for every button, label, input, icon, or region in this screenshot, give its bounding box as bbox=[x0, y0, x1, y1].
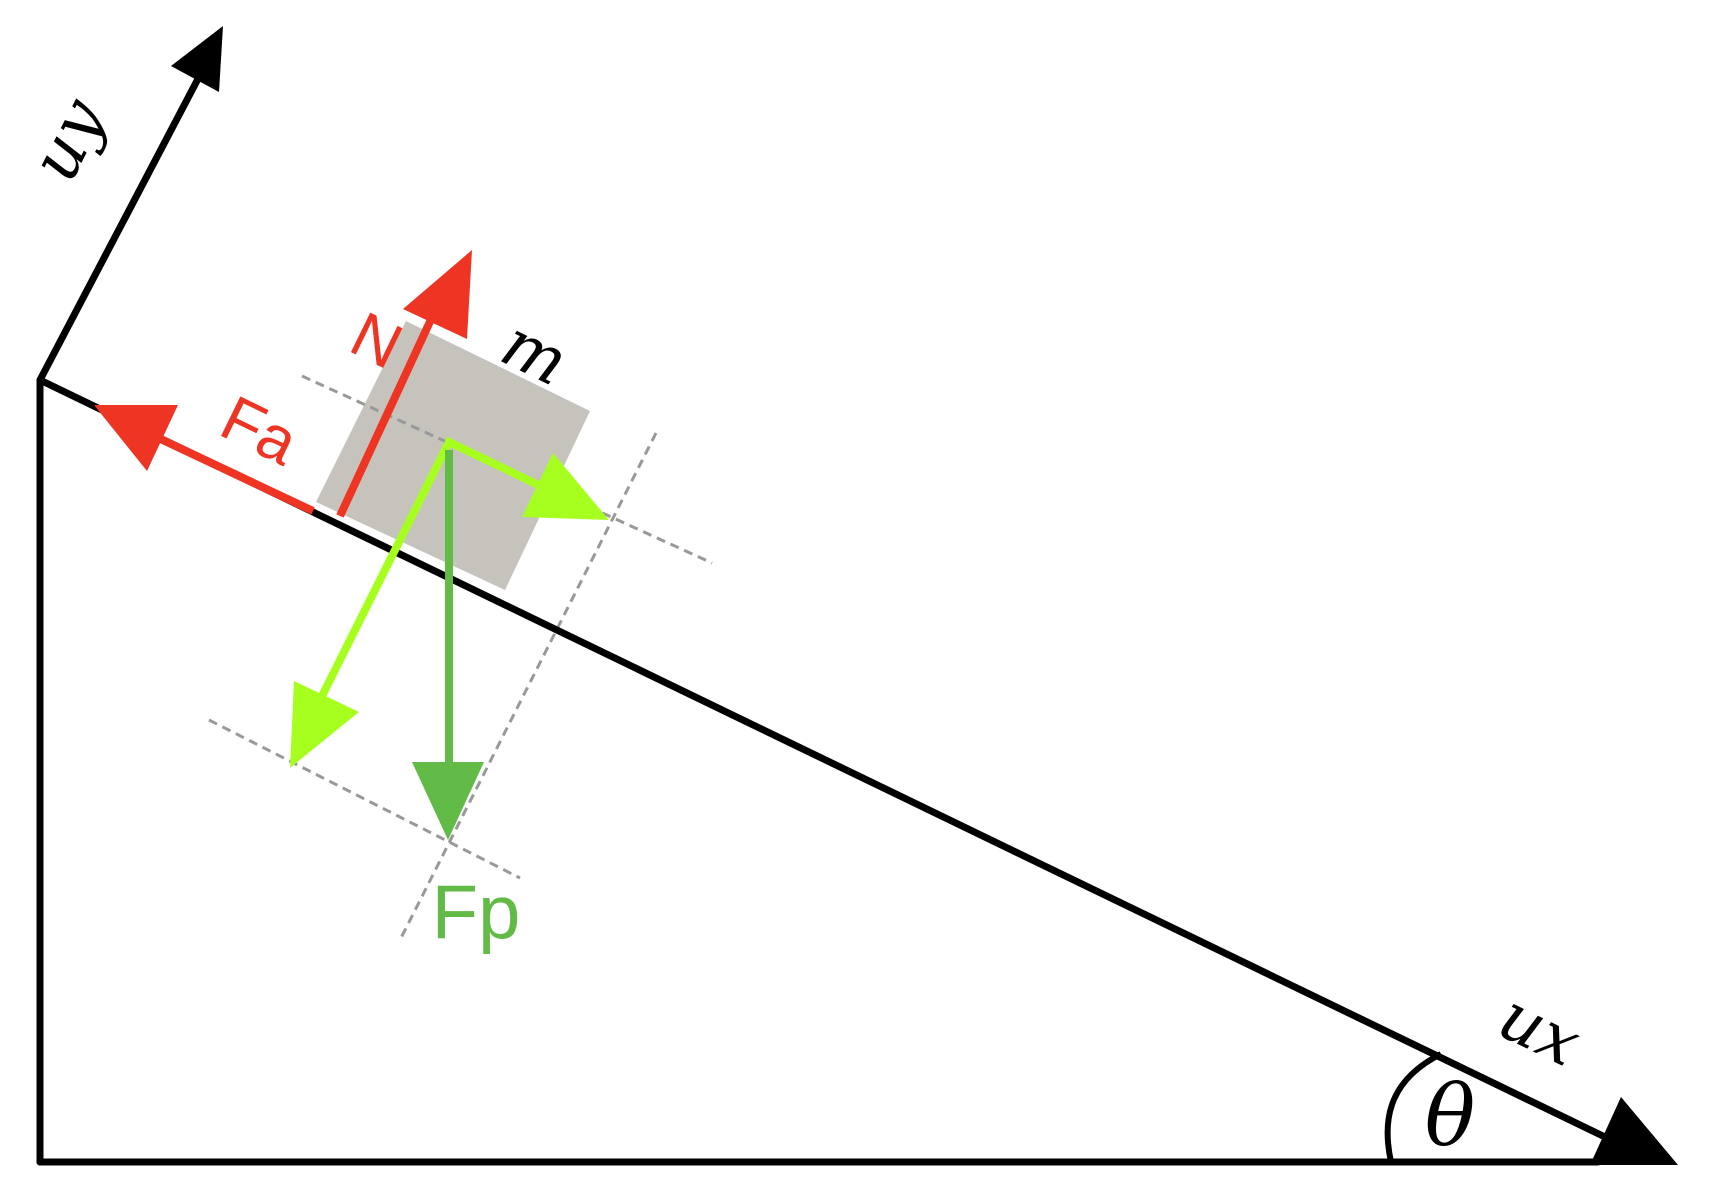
uy-arrow-head bbox=[171, 26, 223, 92]
normal-force-arrow bbox=[336, 250, 472, 518]
weight-arrow-head bbox=[412, 762, 484, 840]
friction-force-arrow bbox=[94, 405, 315, 515]
uy-axis-arrow bbox=[36, 26, 223, 382]
uy-axis-label: uy bbox=[16, 86, 121, 193]
parallel-component-arrow-head bbox=[522, 453, 609, 520]
friction-arrow-head bbox=[94, 405, 178, 471]
guide-line-perpendicular bbox=[398, 432, 658, 941]
weight-force-arrow bbox=[412, 450, 484, 840]
ux-axis-label: ux bbox=[1487, 978, 1592, 1082]
weight-force-label: Fp bbox=[432, 870, 521, 955]
perpendicular-component-arrow-head bbox=[290, 681, 359, 768]
guide-line-parallel-bottom bbox=[208, 718, 521, 880]
component-path bbox=[316, 436, 557, 702]
weight-components bbox=[290, 436, 609, 768]
friction-force-label: Fa bbox=[210, 381, 309, 479]
ux-arrow-head bbox=[1590, 1097, 1678, 1165]
theta-angle-label: θ bbox=[1425, 1067, 1476, 1165]
normal-arrow-head bbox=[403, 250, 472, 339]
theta-angle-arc bbox=[1384, 1051, 1443, 1163]
